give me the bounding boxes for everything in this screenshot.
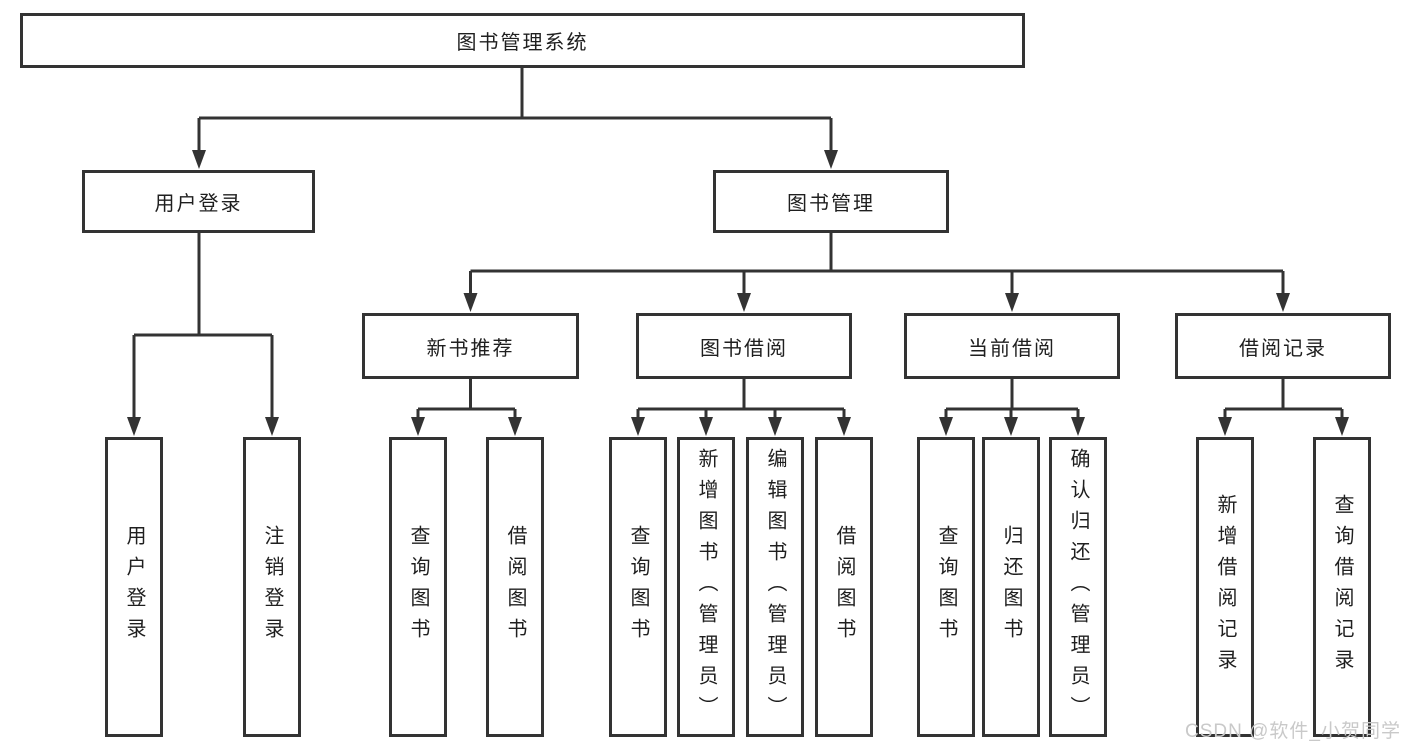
node-leaf-edit-books-admin: 编辑图书（管理员）: [746, 437, 804, 737]
node-leaf-logout-label: 注销登录: [261, 525, 283, 649]
node-borrowing-records: 借阅记录: [1175, 313, 1391, 379]
node-leaf-confirm-return-admin-label: 确认归还（管理员）: [1067, 447, 1089, 727]
node-leaf-add-books-admin-label: 新增图书（管理员）: [695, 447, 717, 727]
node-book-borrowing: 图书借阅: [636, 313, 852, 379]
node-leaf-borrow-books: 借阅图书: [815, 437, 873, 737]
node-leaf-borrowing-query-books-label: 查询图书: [627, 525, 649, 649]
node-leaf-logout: 注销登录: [243, 437, 301, 737]
node-leaf-user-login-label: 用户登录: [123, 525, 145, 649]
node-new-book-recommendation: 新书推荐: [362, 313, 579, 379]
node-leaf-current-query-books: 查询图书: [917, 437, 975, 737]
node-user-login: 用户登录: [82, 170, 315, 233]
watermark: CSDN @软件_小贺同学: [1185, 721, 1401, 742]
node-library-management-system-label: 图书管理系统: [456, 32, 589, 54]
node-library-management-system: 图书管理系统: [20, 13, 1025, 68]
node-book-borrowing-label: 图书借阅: [700, 337, 788, 360]
node-leaf-borrowing-query-books: 查询图书: [609, 437, 667, 737]
node-leaf-confirm-return-admin: 确认归还（管理员）: [1049, 437, 1107, 737]
node-current-borrowing: 当前借阅: [904, 313, 1120, 379]
node-leaf-add-borrow-record-label: 新增借阅记录: [1214, 494, 1236, 680]
node-leaf-borrow-books-label: 借阅图书: [833, 525, 855, 649]
node-book-management: 图书管理: [713, 170, 949, 233]
node-leaf-return-books: 归还图书: [982, 437, 1040, 737]
node-leaf-add-books-admin: 新增图书（管理员）: [677, 437, 735, 737]
node-book-management-label: 图书管理: [787, 193, 875, 215]
node-new-book-recommendation-label: 新书推荐: [426, 337, 515, 360]
node-leaf-query-borrow-record: 查询借阅记录: [1313, 437, 1371, 737]
node-leaf-recommend-query-books-label: 查询图书: [407, 525, 429, 649]
node-current-borrowing-label: 当前借阅: [968, 337, 1056, 360]
node-leaf-query-borrow-record-label: 查询借阅记录: [1331, 494, 1353, 680]
node-leaf-recommend-query-books: 查询图书: [389, 437, 447, 737]
node-leaf-return-books-label: 归还图书: [1000, 525, 1022, 649]
node-leaf-recommend-borrow-books: 借阅图书: [486, 437, 544, 737]
node-leaf-recommend-borrow-books-label: 借阅图书: [504, 525, 526, 649]
node-leaf-add-borrow-record: 新增借阅记录: [1196, 437, 1254, 737]
node-user-login-label: 用户登录: [154, 193, 243, 215]
node-leaf-edit-books-admin-label: 编辑图书（管理员）: [764, 447, 786, 727]
node-borrowing-records-label: 借阅记录: [1239, 337, 1327, 360]
node-leaf-current-query-books-label: 查询图书: [935, 525, 957, 649]
node-leaf-user-login: 用户登录: [105, 437, 163, 737]
